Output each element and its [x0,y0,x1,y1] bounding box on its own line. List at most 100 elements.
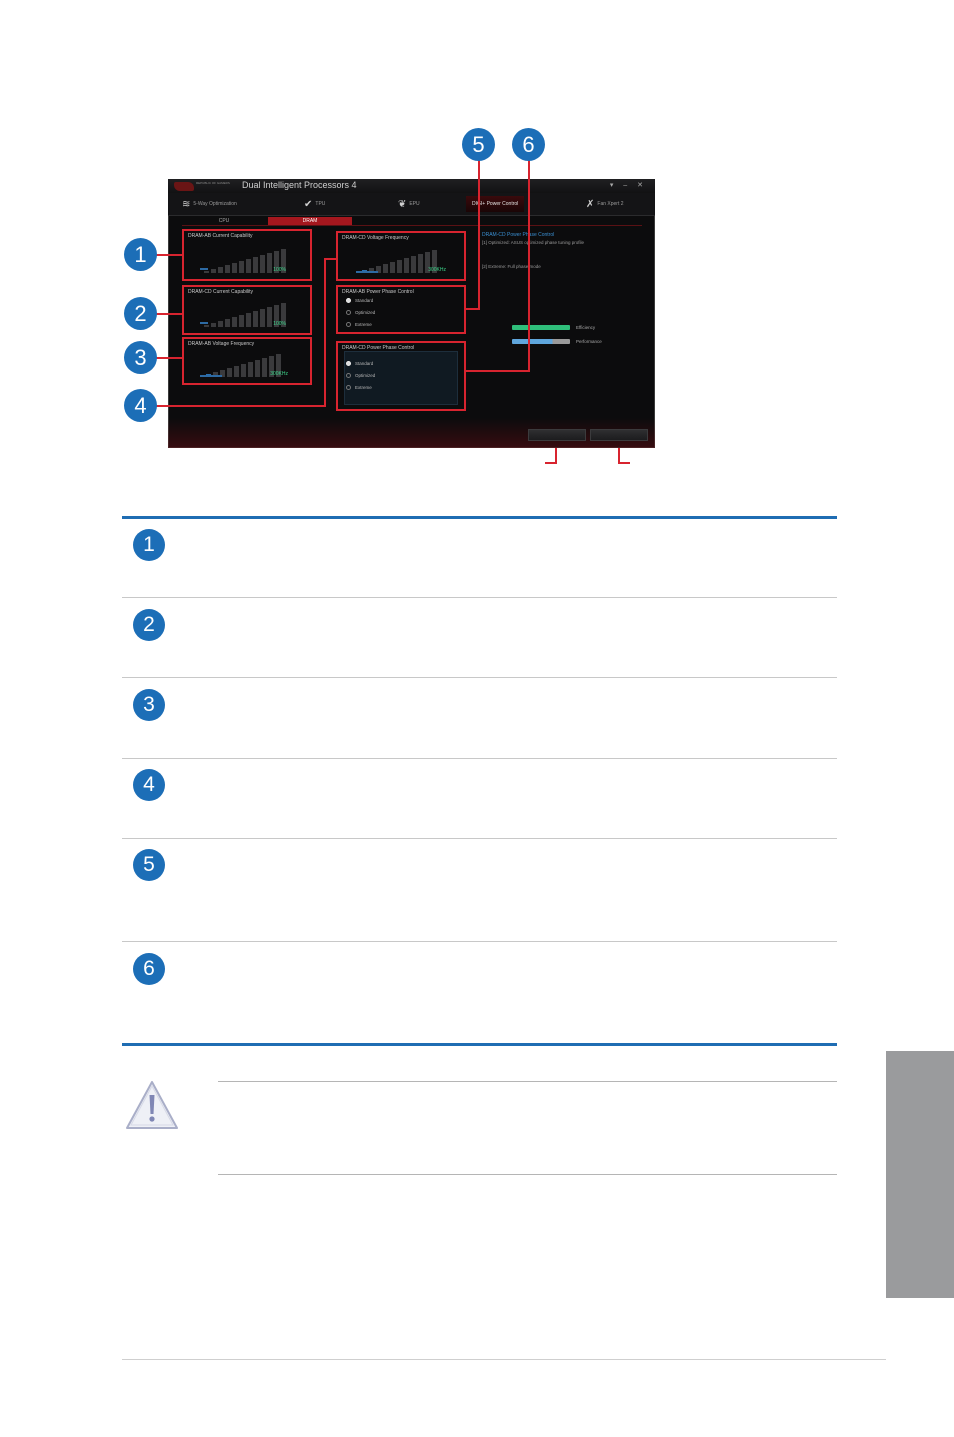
chapter-side-tab [886,1051,954,1298]
description-title: DRAM-CD Power Phase Control [482,232,555,238]
table-row-badge-2: 2 [133,609,165,641]
tool-label: TPU [315,201,326,207]
panel-title: DRAM-CD Voltage Frequency [342,235,409,241]
description-line: [2] Extreme: Full phase mode [482,264,541,269]
table-row-badge-5: 5 [133,849,165,881]
tool-tpu[interactable]: ✔ TPU [304,196,325,212]
callout-badge-1: 1 [124,238,157,271]
rog-logo [174,182,194,191]
window-controls[interactable]: ▾ – ✕ [609,182,647,189]
caution-icon [126,1081,178,1129]
radio-button[interactable] [346,361,351,366]
connector-line-5 [478,156,480,310]
callout-badge-3: 3 [124,341,157,374]
tab-underline [182,225,642,226]
radio-button[interactable] [346,385,351,390]
panel-value: 300KHz [428,267,446,273]
tool-epu[interactable]: ❦ EPU [398,196,420,212]
panel-cd-power-phase-control: DRAM-CD Power Phase Control Standard Opt… [336,341,466,411]
panel-cd-voltage-frequency: DRAM-CD Voltage Frequency 300KHz [336,231,466,281]
panel-ab-power-phase-control: DRAM-AB Power Phase Control Standard Opt… [336,285,466,334]
app-screenshot: REPUBLIC OF GAMERS Dual Intelligent Proc… [168,179,655,448]
tool-label: Fan Xpert 2 [597,201,624,207]
panel-cd-current-capability: DRAM-CD Current Capability 100% [182,285,312,335]
table-bottom-rule [122,1043,837,1046]
connector-line-4-vertical [324,258,326,407]
note-bottom-rule [218,1174,837,1175]
level-slider[interactable] [200,268,208,270]
tool-digi-power-control[interactable]: DIGI+ Power Control [466,196,525,212]
radio-optimized[interactable]: Optimized [346,373,375,378]
connector-line-5-foot [466,308,480,310]
table-row-divider [122,597,837,598]
radio-extreme[interactable]: Extreme [346,322,372,327]
panel-title: DRAM-CD Power Phase Control [342,345,415,351]
toolbar: ≋ 5-Way Optimization ✔ TPU ❦ EPU DIGI+ P… [168,193,655,216]
table-row-divider [122,838,837,839]
panel-value: 100% [273,321,286,327]
level-slider[interactable] [200,375,222,377]
connector-line-4 [155,405,325,407]
table-row-badge-1: 1 [133,529,165,561]
radio-button[interactable] [346,322,351,327]
description-line: [1] Optimized: ASUS optimized phase tuni… [482,240,585,245]
efficiency-bar [512,325,570,330]
radio-standard[interactable]: Standard [346,361,373,366]
panel-value: 300KHz [270,371,288,377]
tool-5-way-optimization[interactable]: ≋ 5-Way Optimization [182,196,237,212]
connector-line-6 [528,156,530,372]
connector-line-1 [155,254,184,256]
radio-button[interactable] [346,373,351,378]
level-bars [362,250,437,273]
level-bars [204,303,286,327]
tool-label: EPU [409,201,420,207]
footer-rule [122,1359,886,1360]
performance-label: Performance [576,339,602,344]
panel-title: DRAM-CD Current Capability [188,289,254,295]
level-slider[interactable] [200,322,208,324]
callout-badge-6: 6 [512,128,545,161]
radio-standard[interactable]: Standard [346,298,373,303]
tab-cpu[interactable]: CPU [218,218,230,224]
radio-button[interactable] [346,310,351,315]
undo-button[interactable] [590,429,648,441]
table-row-badge-6: 6 [133,953,165,985]
panel-title: DRAM-AB Current Capability [188,233,253,239]
panel-inner [344,351,458,405]
tool-label: DIGI+ Power Control [472,201,519,207]
level-slider[interactable] [356,271,378,273]
callout-badge-5: 5 [462,128,495,161]
performance-bar [512,339,570,344]
radio-label: Optimized [355,310,376,315]
radio-extreme[interactable]: Extreme [346,385,372,390]
connector-line-4-top [324,258,337,260]
callout-badge-2: 2 [124,297,157,330]
table-row-divider [122,758,837,759]
connector-apply [555,448,557,464]
tab-dram[interactable]: DRAM [268,217,352,225]
connector-line-2 [155,313,184,315]
panel-title: DRAM-AB Power Phase Control [342,289,414,295]
callout-badge-4: 4 [124,389,157,422]
panel-value: 100% [273,267,286,273]
level-bars [204,249,286,273]
fan-icon: ✗ [586,198,595,210]
sub-tabs: CPU DRAM [182,217,362,226]
tool-label: 5-Way Optimization [193,201,237,207]
logo-text: REPUBLIC OF GAMERS [196,181,230,185]
table-top-rule [122,516,837,519]
apply-button[interactable] [528,429,586,441]
connector-undo [618,448,620,464]
title-bar [168,179,655,193]
note-top-rule [218,1081,837,1082]
radio-button[interactable] [346,298,351,303]
radio-label: Standard [355,298,374,303]
connector-line-3 [155,357,184,359]
efficiency-label: Efficiency [576,325,596,330]
table-row-badge-3: 3 [133,689,165,721]
radio-label: Standard [355,361,374,366]
speedometer-icon: ≋ [182,198,191,210]
radio-optimized[interactable]: Optimized [346,310,375,315]
table-row-divider [122,677,837,678]
tool-fan-xpert[interactable]: ✗ Fan Xpert 2 [586,196,624,212]
